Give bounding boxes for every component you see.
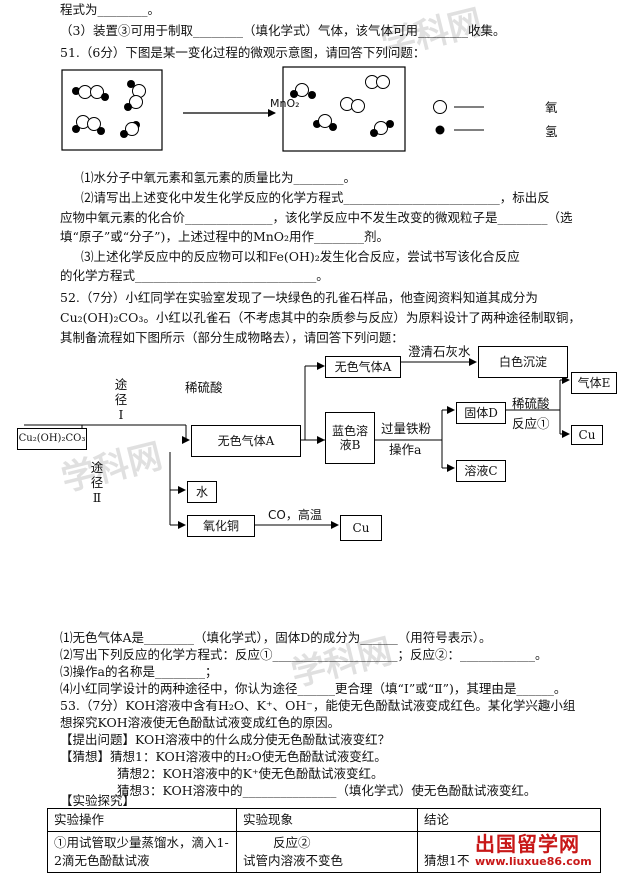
water-box: 水 [187,481,217,503]
route-2-label: 途径Ⅱ [90,460,104,505]
molecule-group-right [290,75,394,137]
logo-url: www.liuxue86.com [475,855,592,868]
solution-b-box: 蓝色溶液B [325,412,375,464]
text-line: 的化学方程式_____________________________。 [60,268,329,283]
route-1-label: 途径Ⅰ [114,377,128,422]
table-header: 实验操作 [47,808,237,832]
limewater-label: 澄清石灰水 [408,344,471,359]
table-cell-phenomenon: 反应② 试管内溶液不变色 [236,831,418,873]
text-line: （3）装置③可用于制取________（填化学式）气体，该气体可用_______… [60,23,506,38]
reaction-1-label: 反应① [512,416,550,431]
experiment-table: 实验操作 实验现象 结论 ①用试管取少量蒸馏水，滴入1-2滴无色酚酞试液 反应②… [47,808,601,873]
text-line: 【提出问题】KOH溶液中的什么成分使无色酚酞试液变红？ [60,732,391,747]
question-51: 51.（6分）下图是某一变化过程的微观示意图，请回答下列问题： [60,45,426,60]
text-line: 填“原子”或“分子”)，上述过程中的MnO₂用作________剂。 [60,229,390,244]
text-line: ⑴无色气体A是________（填化学式），固体D的成分为______（用符号表… [60,630,492,645]
text-line: ⑶上述化学反应中的反应物可以和Fe(OH)₂发生化合反应，尝试书写该化合反应 [81,249,520,264]
molecule-group-left [72,80,146,138]
table-header: 结论 [417,808,601,832]
text-line: ⑶操作a的名称是________； [60,664,218,679]
text-line: Cu₂(OH)₂CO₃。小红以孔雀石（不考虑其中的杂质参与反应）为原料设计了两种… [60,310,581,325]
gas-e-box: 气体E [571,372,617,394]
text-line: 想探究KOH溶液使无色酚酞试液变成红色的原因。 [60,715,341,730]
text-line: 猜想2：KOH溶液中的K⁺使无色酚酞试液变红。 [117,766,384,781]
text-line: 其制备流程如下图所示（部分生成物略去），请回答下列问题： [60,330,404,345]
text-line: 猜想3：KOH溶液中的_______________（填化学式）使无色酚酞试液变… [117,783,537,798]
acid-label-1: 稀硫酸 [185,380,223,395]
flow-start-box: Cu₂(OH)₂CO₃ [17,428,87,450]
solution-c-box: 溶液C [456,460,506,482]
table-header-row: 实验操作 实验现象 结论 [47,808,601,832]
operation-label: 操作a [389,442,422,457]
table-row: ①用试管取少量蒸馏水，滴入1-2滴无色酚酞试液 反应② 试管内溶液不变色 猜想1… [47,831,601,873]
gas-a-box: 无色气体A [191,425,301,457]
text-line: 程式为________。 [60,2,161,17]
cuo-box: 氧化铜 [187,515,255,537]
question-53: 53.（7分）KOH溶液中含有H₂O、K⁺、OH⁻，能使无色酚酞试液变成红色。某… [60,698,576,713]
catalyst-label: MnO₂ [270,97,300,110]
phenomenon-text: 试管内溶液不变色 [243,853,344,868]
gas-a-top-box: 无色气体A [325,356,401,378]
precipitate-box: 白色沉淀 [478,346,568,378]
table-cell-operation: ①用试管取少量蒸馏水，滴入1-2滴无色酚酞试液 [47,831,237,873]
cu-box-1: Cu [571,425,603,445]
text-line: ⑴水分子中氧元素和氢元素的质量比为________。 [81,170,357,185]
co-label: CO，高温 [268,508,322,522]
legend-oxygen: 氧 [545,100,558,115]
table-header: 实验现象 [236,808,418,832]
acid-label-2: 稀硫酸 [512,396,550,411]
cu-box-2: Cu [340,515,382,541]
text-line: 【猜想】猜想1：KOH溶液中的H₂O使无色酚酞试液变红。 [60,749,387,764]
text-line: ⑵写出下列反应的化学方程式：反应①____________________；反应… [60,647,548,662]
logo-cn: 出国留学网 [475,833,592,855]
legend-hydrogen: 氢 [545,124,558,139]
question-52: 52.（7分）小红同学在实验室发现了一块绿色的孔雀石样品，他查阅资料知道其成分为 [60,290,538,305]
reaction-2-label: 反应② [273,835,311,850]
iron-label: 过量铁粉 [381,421,432,436]
solid-d-box: 固体D [456,402,506,424]
text-line: 应物中氧元素的化合价______________，该化学反应中不发生改变的微观粒… [60,210,573,225]
text-line: ⑷小红同学设计的两种途径中，你认为途径______更合理（填“Ⅰ”或“Ⅱ”)，其… [60,681,567,696]
text-line: 【实验探究】 [60,793,136,808]
text-line: ⑵请写出上述变化中发生化学反应的化学方程式___________________… [81,190,550,205]
brand-logo: 出国留学网 www.liuxue86.com [475,833,592,868]
